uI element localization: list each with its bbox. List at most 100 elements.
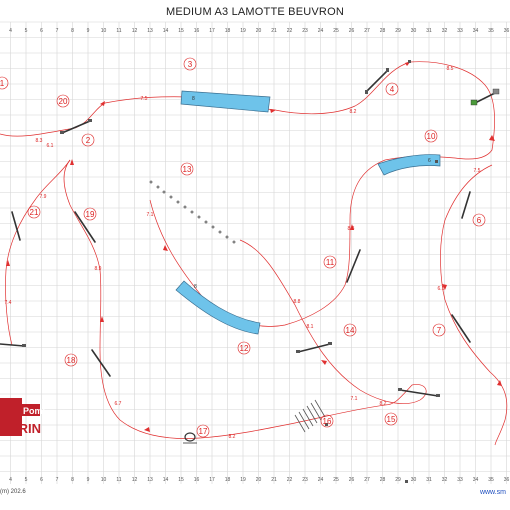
obstacle-number-circle xyxy=(180,162,194,176)
obstacle-number-6: 6 xyxy=(477,216,482,225)
ruler-top-tick: 19 xyxy=(240,28,246,34)
tunnel-10: 6 xyxy=(377,154,441,176)
tunnel-3-label: 8 xyxy=(192,96,195,102)
ruler-bottom-tick: 17 xyxy=(209,477,215,483)
ruler-bottom-tick: 11 xyxy=(116,477,121,483)
obstacle-number-17: 17 xyxy=(199,427,208,436)
obstacle-number-18: 18 xyxy=(67,356,76,365)
obstacle-number-20: 20 xyxy=(59,97,68,106)
ruler-top-tick: 36 xyxy=(504,28,510,34)
ruler-top-tick: 17 xyxy=(209,28,215,34)
distance-label: 6.1 xyxy=(438,286,445,292)
distance-label: 6.1 xyxy=(47,143,54,149)
distance-label: 7.5 xyxy=(474,168,481,174)
course-path-3 xyxy=(63,159,386,439)
ruler-bottom-tick: 32 xyxy=(442,477,448,483)
ruler-top-tick: 12 xyxy=(132,28,138,34)
distance-label: 7.4 xyxy=(5,300,12,306)
jump-14 xyxy=(297,343,331,353)
ruler-bottom-tick: 16 xyxy=(194,477,200,483)
obstacle-number-circle xyxy=(343,323,357,337)
course-path xyxy=(0,61,495,406)
ruler-bottom-tick: 15 xyxy=(178,477,184,483)
footer-length: (m) 202.6 xyxy=(0,489,26,495)
obstacle-number-circle xyxy=(56,94,70,108)
obstacle-number-13: 13 xyxy=(183,165,192,174)
ruler-top-tick: 34 xyxy=(473,28,479,34)
ruler-bottom-tick: 24 xyxy=(318,477,324,483)
ruler-top-tick: 4 xyxy=(9,28,12,34)
obstacle-number-1: 1 xyxy=(0,79,5,88)
path-arrows xyxy=(6,61,502,432)
course-title: MEDIUM A3 LAMOTTE BEUVRON xyxy=(166,6,344,18)
obstacle-number-circle xyxy=(196,424,210,438)
jump-22 xyxy=(0,343,25,347)
jump-wings xyxy=(22,68,440,397)
jumps xyxy=(0,69,471,397)
ruler-bottom-tick: 33 xyxy=(457,477,463,483)
ruler-top-tick: 13 xyxy=(147,28,153,34)
ruler-bottom-tick: 9 xyxy=(87,477,90,483)
jump-7 xyxy=(451,314,471,343)
ruler-bottom-tick: 31 xyxy=(426,477,432,483)
ruler-top-tick: 15 xyxy=(178,28,184,34)
ruler-top-tick: 6 xyxy=(40,28,43,34)
grid xyxy=(0,21,510,484)
distance-label: 7.5 xyxy=(141,96,148,102)
tunnel-3: 8 xyxy=(180,90,271,113)
ruler-top-tick: 30 xyxy=(411,28,417,34)
ruler-bottom-tick: 10 xyxy=(101,477,107,483)
obstacle-number-circle xyxy=(385,82,399,96)
ruler-top-tick: 18 xyxy=(225,28,231,34)
ruler-top-tick: 5 xyxy=(25,28,28,34)
pomi-logo: Pomi PRIN xyxy=(0,398,45,436)
jump-4 xyxy=(365,69,389,93)
ruler-bottom-tick: 28 xyxy=(380,477,386,483)
ruler-bottom-tick: 19 xyxy=(240,477,246,483)
obstacle-number-15: 15 xyxy=(387,415,396,424)
obstacle-number-7: 7 xyxy=(437,326,442,335)
obstacle-number-circle xyxy=(81,133,95,147)
distance-label: 8.8 xyxy=(294,299,301,305)
ruler-bottom-tick: 8 xyxy=(71,477,74,483)
obstacle-number-14: 14 xyxy=(346,326,355,335)
ruler-bottom-tick: 5 xyxy=(25,477,28,483)
distance-label: 8.8 xyxy=(348,226,355,232)
ruler-bottom-tick: 35 xyxy=(488,477,494,483)
jump-21 xyxy=(11,211,21,241)
weave-poles xyxy=(149,180,236,244)
ruler-top-tick: 35 xyxy=(488,28,494,34)
ruler-bottom-tick: 20 xyxy=(256,477,262,483)
tyre-17 xyxy=(183,432,197,444)
ruler-top-tick: 24 xyxy=(318,28,324,34)
obstacle-number-10: 10 xyxy=(427,132,436,141)
ruler-top-tick: 8 xyxy=(71,28,74,34)
long-jump-16 xyxy=(294,399,326,433)
logo-top-text: Pomi xyxy=(23,406,45,416)
ruler-top-tick: 22 xyxy=(287,28,293,34)
ruler-top-tick: 16 xyxy=(194,28,200,34)
ruler-top-tick: 9 xyxy=(87,28,90,34)
jump-6 xyxy=(461,191,471,219)
obstacle-number-circle xyxy=(432,323,446,337)
ruler-top-tick: 7 xyxy=(56,28,59,34)
distance-label: 8.2 xyxy=(229,434,236,440)
obstacle-number-16: 16 xyxy=(323,417,332,426)
jump-11 xyxy=(346,249,361,283)
jump-18 xyxy=(91,349,111,377)
ruler-top-tick: 27 xyxy=(364,28,370,34)
ruler-bottom-tick: 14 xyxy=(163,477,169,483)
footer-website: www.sm xyxy=(479,489,506,496)
distance-label: 8.9 xyxy=(95,266,102,272)
ruler-top-tick: 20 xyxy=(256,28,262,34)
ruler-top-tick: 14 xyxy=(163,28,169,34)
tunnel-12-label: 8 xyxy=(194,284,197,290)
obstacle-number-21: 21 xyxy=(30,208,39,217)
obstacle-number-19: 19 xyxy=(86,210,95,219)
ruler-bottom-tick: 27 xyxy=(364,477,370,483)
ruler-top-tick: 32 xyxy=(442,28,448,34)
jump-2 xyxy=(61,120,91,134)
ruler-bottom-tick: 25 xyxy=(333,477,339,483)
